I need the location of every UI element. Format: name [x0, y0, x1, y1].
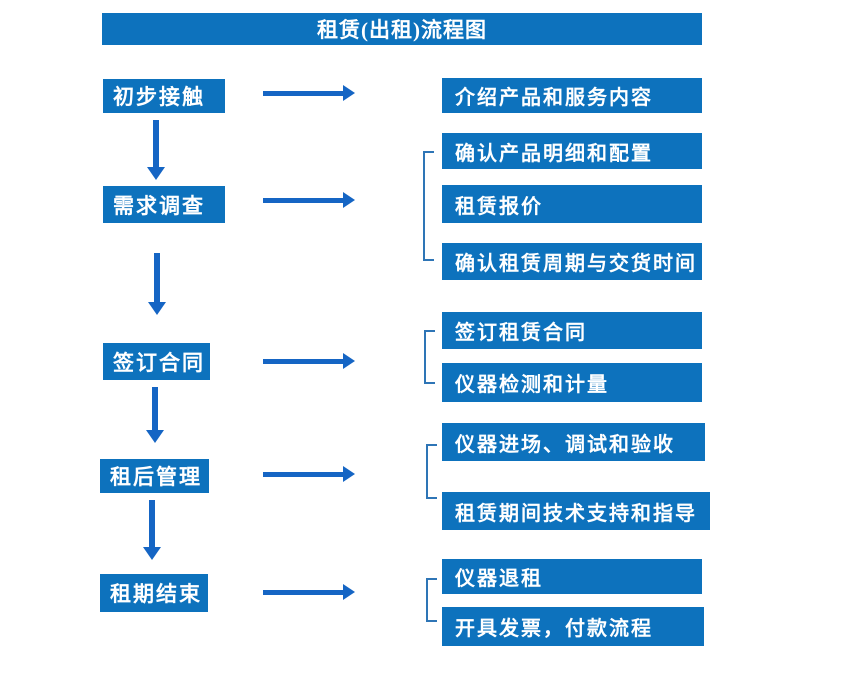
step-demand-survey: 需求调查	[103, 186, 225, 223]
arrow-shaft	[263, 589, 343, 595]
detail-rental-quotation: 租赁报价	[442, 185, 702, 223]
arrow-head	[143, 547, 161, 560]
arrow-shaft	[153, 120, 159, 167]
arrow-shaft	[263, 197, 343, 203]
arrow-head	[147, 167, 165, 180]
arrow-head	[343, 85, 355, 101]
arrow-shaft	[263, 90, 343, 96]
right-arrow-icon	[263, 584, 355, 600]
detail-label: 确认租赁周期与交货时间	[455, 253, 697, 275]
detail-confirm-rental-period: 确认租赁周期与交货时间	[442, 243, 702, 280]
down-arrow-icon	[146, 387, 164, 443]
detail-label: 介绍产品和服务内容	[455, 87, 653, 109]
detail-sign-rental-contract: 签订租赁合同	[442, 312, 702, 349]
arrow-head	[146, 430, 164, 443]
detail-label: 租赁期间技术支持和指导	[455, 502, 697, 525]
step-label: 初步接触	[113, 85, 205, 109]
down-arrow-icon	[148, 253, 166, 315]
group-bracket	[426, 444, 437, 499]
arrow-head	[343, 466, 355, 482]
arrow-head	[343, 584, 355, 600]
step-label: 租期结束	[110, 582, 202, 606]
arrow-head	[343, 192, 355, 208]
group-bracket	[426, 578, 437, 622]
step-sign-contract: 签订合同	[103, 343, 210, 380]
arrow-shaft	[263, 471, 343, 477]
step-label: 需求调查	[113, 193, 205, 218]
detail-label: 确认产品明细和配置	[455, 142, 653, 165]
down-arrow-icon	[143, 500, 161, 560]
detail-instrument-setup-acceptance: 仪器进场、调试和验收	[442, 423, 705, 461]
page-title: 租赁(出租)流程图	[317, 18, 487, 42]
right-arrow-icon	[263, 353, 355, 369]
detail-label: 签订租赁合同	[455, 322, 587, 344]
right-arrow-icon	[263, 85, 355, 101]
arrow-shaft	[263, 358, 343, 364]
step-post-rental-management: 租后管理	[100, 459, 209, 493]
detail-instrument-return: 仪器退租	[442, 559, 702, 594]
detail-confirm-product-details: 确认产品明细和配置	[442, 133, 702, 169]
arrow-head	[148, 302, 166, 315]
down-arrow-icon	[147, 120, 165, 180]
step-rental-end: 租期结束	[100, 574, 208, 612]
right-arrow-icon	[263, 466, 355, 482]
right-arrow-icon	[263, 192, 355, 208]
detail-label: 仪器进场、调试和验收	[455, 433, 675, 456]
arrow-shaft	[149, 500, 155, 547]
step-label: 租后管理	[110, 465, 202, 489]
detail-label: 开具发票，付款流程	[455, 618, 653, 640]
detail-label: 仪器检测和计量	[455, 374, 609, 396]
arrow-head	[343, 353, 355, 369]
detail-label: 仪器退租	[455, 568, 543, 590]
step-label: 签订合同	[113, 350, 205, 375]
detail-label: 租赁报价	[455, 195, 543, 218]
detail-introduce-products: 介绍产品和服务内容	[442, 78, 702, 113]
group-bracket	[423, 151, 434, 261]
step-initial-contact: 初步接触	[103, 79, 225, 113]
title-bar: 租赁(出租)流程图	[102, 13, 702, 45]
detail-invoice-payment: 开具发票，付款流程	[442, 607, 704, 646]
arrow-shaft	[152, 387, 158, 430]
detail-instrument-inspection: 仪器检测和计量	[442, 363, 702, 402]
detail-technical-support: 租赁期间技术支持和指导	[442, 492, 710, 530]
arrow-shaft	[154, 253, 160, 302]
group-bracket	[424, 330, 435, 384]
